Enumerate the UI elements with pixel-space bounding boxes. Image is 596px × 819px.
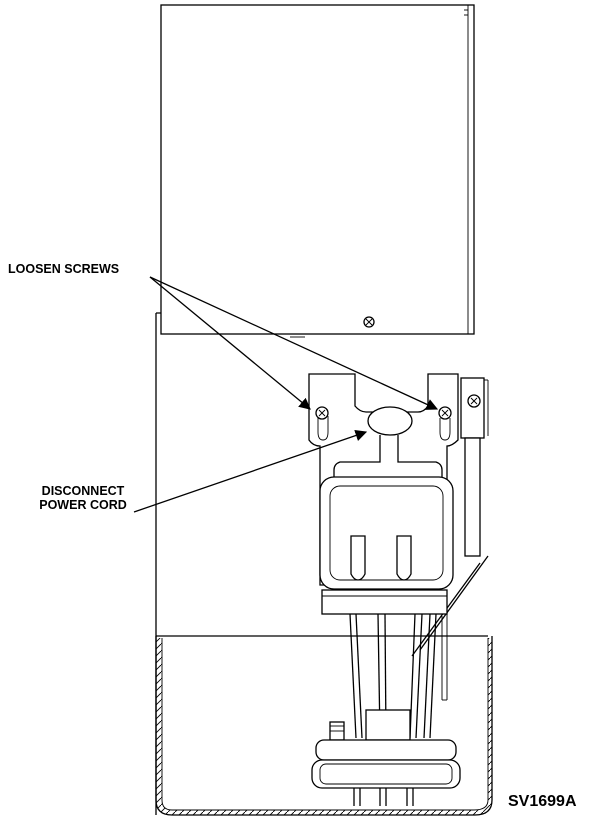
figure-id-label: SV1699A	[508, 793, 577, 810]
pump-shafts	[349, 613, 437, 739]
leader-lines	[133, 276, 439, 513]
power-cord-tab	[333, 406, 443, 478]
right-screw-icon	[438, 406, 452, 441]
left-screw-icon	[315, 406, 329, 441]
bracket-screw-icon	[467, 394, 481, 408]
leader-left-screw	[149, 276, 311, 410]
leader-power-cord	[133, 429, 368, 513]
leader-right-screw	[149, 276, 439, 410]
drip-tray	[155, 636, 493, 816]
connector-base	[321, 589, 448, 615]
power-connector	[319, 476, 454, 590]
cover-screw-icon	[363, 316, 375, 328]
loosen-screws-callout: LOOSEN SCREWS	[8, 262, 120, 276]
side-bracket	[460, 377, 489, 557]
upper-cover-panel	[160, 4, 475, 338]
disconnect-power-cord-callout: DISCONNECT POWER CORD	[24, 484, 142, 512]
pump-motor	[311, 709, 461, 806]
disconnect-callout-line2: POWER CORD	[39, 498, 127, 512]
disconnect-callout-line1: DISCONNECT	[41, 484, 125, 498]
